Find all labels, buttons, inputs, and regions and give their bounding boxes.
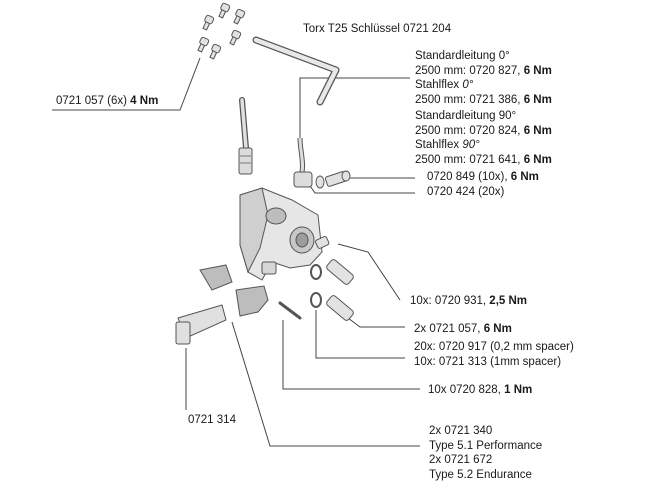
banjo-part-number: 0720 849 (10x), — [427, 171, 508, 183]
pin-torque: 1 Nm — [504, 384, 533, 396]
std-line-90-title: Standardleitung 90° — [415, 110, 517, 122]
leader-std0 — [299, 77, 410, 140]
angled-brake-line — [293, 137, 313, 188]
spacer-label: 20x: 0720 917 (0,2 mm spacer) 10x: 0721 … — [414, 340, 574, 369]
screws-torque: 4 Nm — [130, 95, 159, 107]
steelflex-90-title: Stahlflex — [415, 139, 460, 151]
spacer-02mm: 20x: 0720 917 (0,2 mm spacer) — [414, 341, 574, 353]
leader-bolt — [347, 317, 405, 328]
bleed-part-number: 10x: 0720 931, — [410, 295, 487, 307]
torx-key-label: Torx T25 Schlüssel 0721 204 — [303, 22, 451, 37]
bleed-torque: 2,5 Nm — [489, 295, 528, 307]
steelflex-90-angle: 90° — [462, 139, 480, 151]
banjo-bolt — [315, 170, 351, 189]
brake-line-0-label: Standardleitung 0° 2500 mm: 0720 827, 6 … — [415, 49, 552, 107]
bolt-torque: 6 Nm — [483, 323, 512, 335]
leader-pads — [231, 321, 420, 447]
steelflex-0-angle: 0° — [462, 79, 474, 91]
bolt-label: 2x 0721 057, 6 Nm — [414, 322, 512, 337]
brake-line-90-label: Standardleitung 90° 2500 mm: 0720 824, 6… — [415, 109, 552, 167]
steelflex-90-part-number: 2500 mm: 0721 641, — [415, 153, 521, 166]
caliper-body — [239, 187, 323, 281]
bleed-screw — [315, 235, 330, 249]
straight-brake-line — [238, 97, 253, 175]
screws-label: 0721 057 (6x) 4 Nm — [56, 94, 158, 109]
retaining-pin — [278, 301, 302, 320]
small-screws — [197, 2, 246, 60]
brake-pads — [199, 264, 269, 317]
steelflex-90-torque: 6 Nm — [523, 153, 552, 166]
washer-part-number: 0720 424 (20x) — [427, 186, 505, 198]
steelflex-0-torque: 6 Nm — [523, 93, 552, 106]
pin-part-number: 10x 0720 828, — [428, 384, 501, 396]
banjo-bolt-label: 0720 849 (10x), 6 Nm — [427, 170, 539, 185]
pads-performance-type: Type 5.1 Performance — [429, 439, 543, 452]
steelflex-0-part-number: 2500 mm: 0721 386, — [415, 93, 521, 106]
pads-endurance-pn: 2x 0721 672 — [429, 454, 493, 466]
sensor-label: 0721 314 — [188, 413, 236, 428]
leader-screws — [52, 57, 201, 111]
std-line-0-part-number: 2500 mm: 0720 827, — [415, 64, 521, 77]
brake-pads-label: 2x 0721 340 Type 5.1 Performance 2x 0721… — [429, 424, 542, 482]
bleed-screw-label: 10x: 0720 931, 2,5 Nm — [410, 294, 527, 309]
leader-bleed — [337, 243, 401, 301]
std-line-0-torque: 6 Nm — [523, 64, 552, 77]
pin-label: 10x 0720 828, 1 Nm — [428, 383, 532, 398]
leader-spacer — [315, 310, 405, 359]
leader-lines — [52, 57, 420, 447]
std-line-0-title: Standardleitung 0° — [415, 50, 510, 62]
sensor-part-number: 0721 314 — [188, 414, 236, 426]
washer-label: 0720 424 (20x) — [427, 185, 504, 200]
steelflex-0-title: Stahlflex — [415, 79, 460, 91]
screws-part-number: 0721 057 (6x) — [56, 95, 127, 107]
banjo-torque: 6 Nm — [510, 171, 539, 183]
pad-wear-sensor — [175, 304, 227, 345]
std-line-90-torque: 6 Nm — [523, 124, 552, 137]
bolt-part-number: 2x 0721 057, — [414, 323, 481, 335]
std-line-90-part-number: 2500 mm: 0720 824, — [415, 124, 521, 137]
pads-endurance-type: Type 5.2 Endurance — [429, 468, 532, 481]
pads-performance-pn: 2x 0721 340 — [429, 425, 493, 437]
torx-key-text: Torx T25 Schlüssel 0721 204 — [303, 23, 452, 35]
spacer-1mm: 10x: 0721 313 (1mm spacer) — [414, 355, 562, 368]
mounting-bolts — [310, 259, 354, 321]
leader-pin — [282, 320, 420, 390]
